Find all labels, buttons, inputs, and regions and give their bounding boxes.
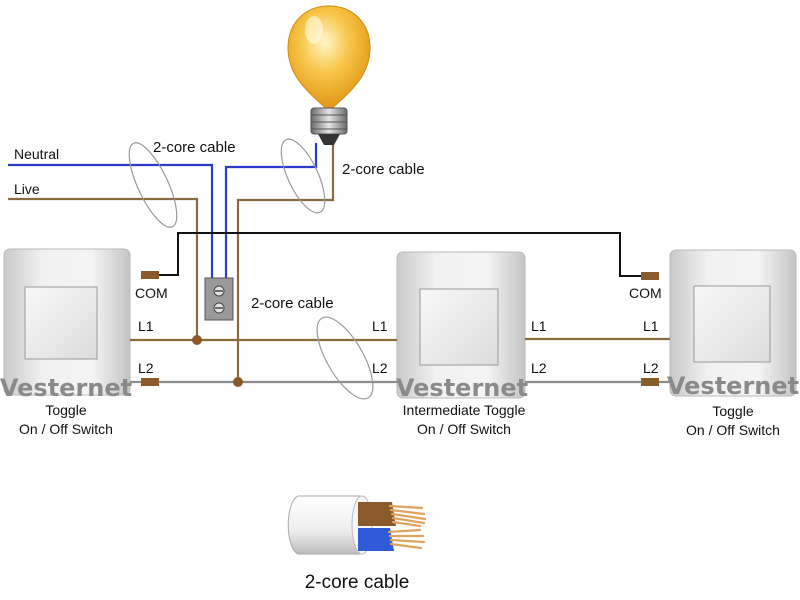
terminal-block-icon: [204, 277, 234, 321]
l2-label-middle-in: L2: [372, 360, 388, 376]
l2-connector-right: [641, 378, 659, 386]
com-connector-right: [641, 272, 659, 280]
l1-label-right: L1: [643, 318, 659, 334]
switch-caption-right-line1: Toggle: [712, 403, 753, 419]
junction-dot-l2: [233, 377, 243, 387]
cable-label-mid: 2-core cable: [251, 295, 334, 312]
switch-caption-left-line1: Toggle: [45, 402, 86, 418]
l2-label-middle-out: L2: [531, 360, 547, 376]
switch-brand-right: Vesternet: [667, 372, 799, 400]
com-label-right: COM: [629, 285, 662, 301]
cable-label-top-right: 2-core cable: [342, 161, 425, 178]
switch-rocker-left: [24, 286, 98, 360]
cable-label-top-left: 2-core cable: [153, 139, 236, 156]
switch-rocker-right: [693, 285, 771, 363]
com-link-wire: [150, 232, 650, 277]
switch-brand-middle: Vesternet: [396, 374, 528, 402]
switch-caption-left-line2: On / Off Switch: [19, 421, 113, 437]
l1-label-middle-out: L1: [531, 318, 547, 334]
switch-brand-left: Vesternet: [0, 374, 132, 402]
light-bulb-icon: [287, 5, 371, 145]
l2-connector-left: [141, 378, 159, 386]
cable-loop-mid: [316, 316, 374, 400]
neutral-label: Neutral: [14, 146, 59, 162]
live-wire: [8, 197, 199, 340]
l1-label-left: L1: [138, 318, 154, 334]
switch-rocker-middle: [419, 288, 499, 366]
live-label: Live: [14, 181, 40, 197]
cable-legend-caption: 2-core cable: [305, 572, 410, 593]
com-connector-left: [141, 271, 159, 279]
switch-caption-middle-line2: On / Off Switch: [417, 421, 511, 437]
switch-plate-right: Vesternet: [667, 249, 799, 400]
l2-label-left: L2: [138, 360, 154, 376]
l1-label-middle-in: L1: [372, 318, 388, 334]
switch-plate-middle: Vesternet: [396, 251, 528, 402]
com-label-left: COM: [135, 285, 168, 301]
cable-loop-top-left: [128, 142, 178, 228]
neutral-wire-to-bulb: [224, 143, 318, 282]
switched-live-to-bulb: [236, 143, 335, 382]
cable-cross-section-icon: [287, 495, 427, 555]
switch-caption-middle-line1: Intermediate Toggle: [403, 402, 526, 418]
neutral-wire: [8, 163, 214, 282]
l2-label-right: L2: [643, 360, 659, 376]
cable-loop-top-right: [280, 138, 326, 214]
switch-caption-right-line2: On / Off Switch: [686, 422, 780, 438]
switch-plate-left: Vesternet: [0, 248, 132, 402]
junction-dot-l1: [192, 335, 202, 345]
